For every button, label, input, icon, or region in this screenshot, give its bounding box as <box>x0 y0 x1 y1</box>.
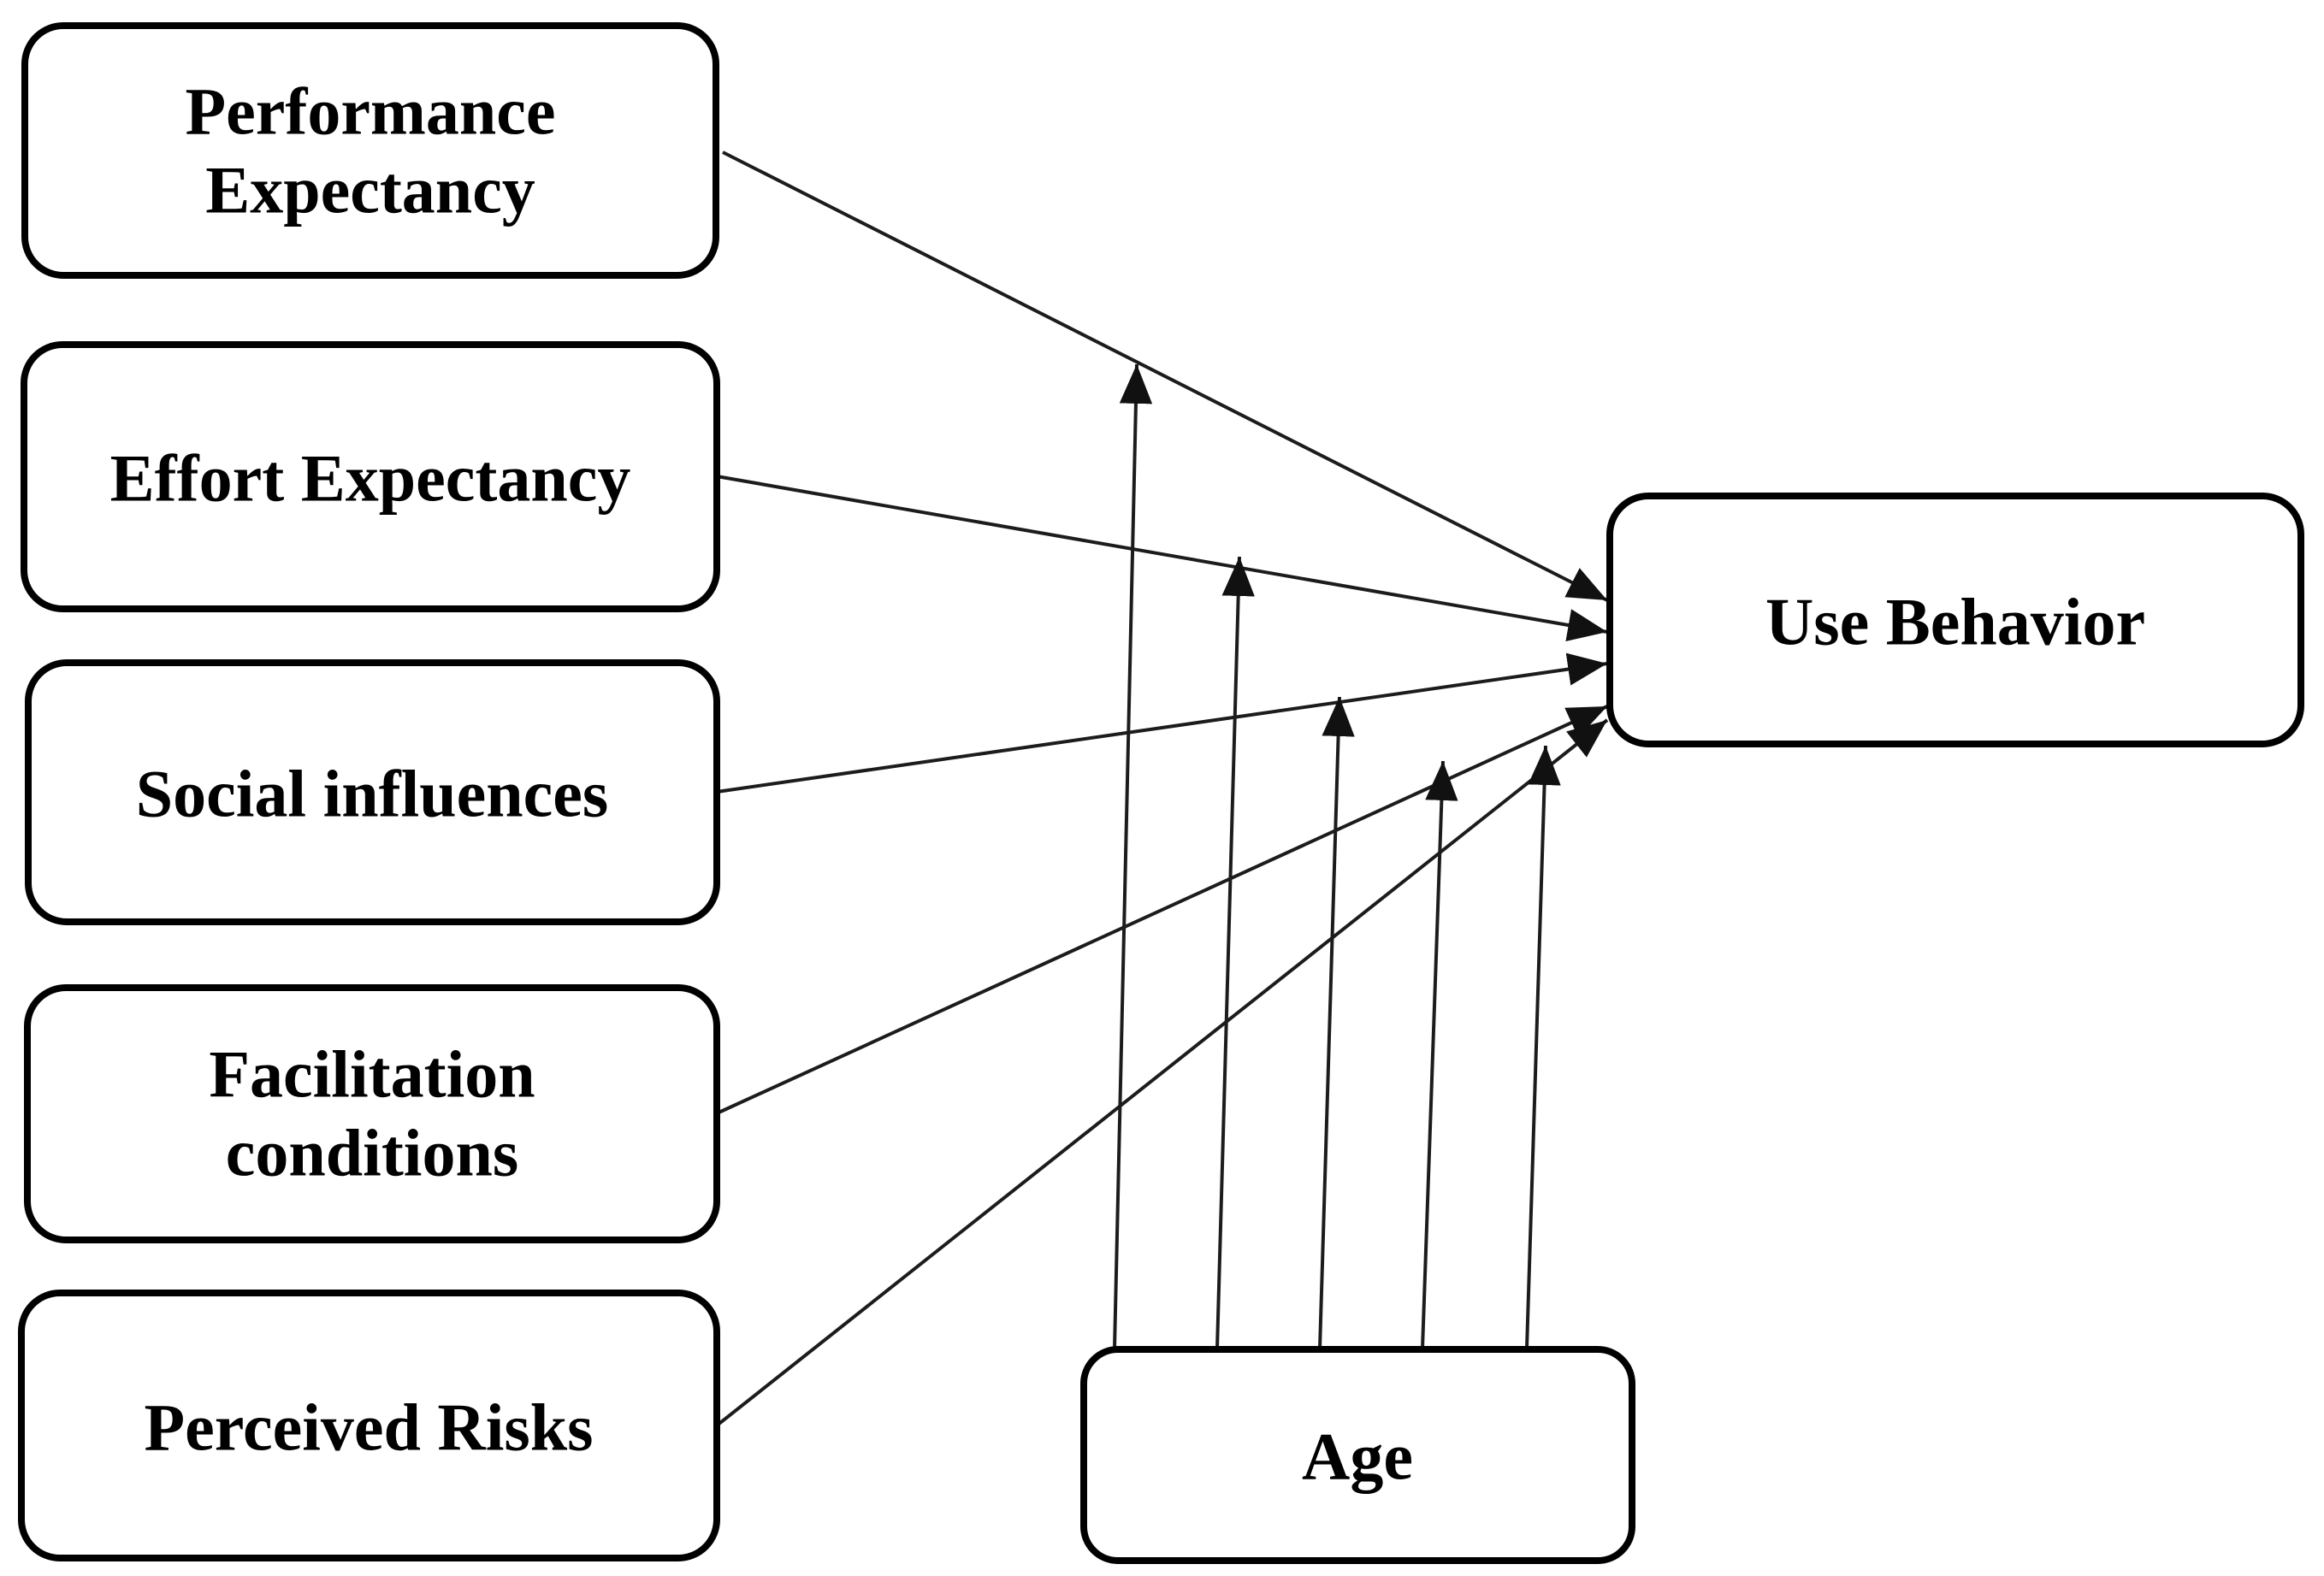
performance-expectancy-label-line2: Expectancy <box>205 153 535 227</box>
edge-age-moderates-perceived-risks-path <box>1525 745 1561 1349</box>
node-social-influences: Social influences <box>25 659 720 925</box>
node-use-behavior: Use Behavior <box>1606 493 2304 747</box>
edge-age-moderates-performance-path <box>1113 363 1153 1349</box>
social-influences-label: Social influences <box>136 757 609 831</box>
direct-effect-edges <box>715 151 1609 1427</box>
node-performance-expectancy: Performance Expectancy <box>21 22 719 279</box>
use-behavior-label: Use Behavior <box>1765 585 2145 659</box>
effort-expectancy-box <box>21 341 720 612</box>
social-influences-box <box>25 659 720 925</box>
edge-age-moderates-social-path <box>1318 696 1355 1349</box>
node-perceived-risks: Perceived Risks <box>18 1290 720 1561</box>
use-behavior-box <box>1606 493 2304 747</box>
edge-perceived-risks-to-use-behavior <box>715 718 1609 1427</box>
node-age: Age <box>1080 1346 1635 1564</box>
edge-social-to-use-behavior <box>716 652 1608 794</box>
performance-expectancy-box <box>21 22 719 279</box>
performance-expectancy-label-line1: Performance <box>185 74 555 149</box>
age-box <box>1080 1346 1635 1564</box>
age-label: Age <box>1302 1420 1413 1494</box>
edge-age-moderates-facilitation-path <box>1421 760 1458 1349</box>
edge-age-moderates-effort-path <box>1215 556 1255 1349</box>
node-facilitation-conditions: Facilitation conditions <box>24 984 720 1243</box>
facilitation-conditions-box <box>24 984 720 1243</box>
effort-expectancy-label: Effort Expectancy <box>110 441 631 516</box>
facilitation-conditions-label-line2: conditions <box>226 1116 518 1190</box>
edge-facilitation-to-use-behavior <box>716 705 1608 1115</box>
node-effort-expectancy: Effort Expectancy <box>21 341 720 612</box>
edge-effort-to-use-behavior <box>716 475 1608 641</box>
facilitation-conditions-label-line1: Facilitation <box>209 1037 535 1112</box>
edge-performance-to-use-behavior <box>722 151 1608 602</box>
moderation-edges <box>1113 363 1561 1349</box>
perceived-risks-box <box>18 1290 720 1561</box>
perceived-risks-label: Perceived Risks <box>145 1390 594 1465</box>
